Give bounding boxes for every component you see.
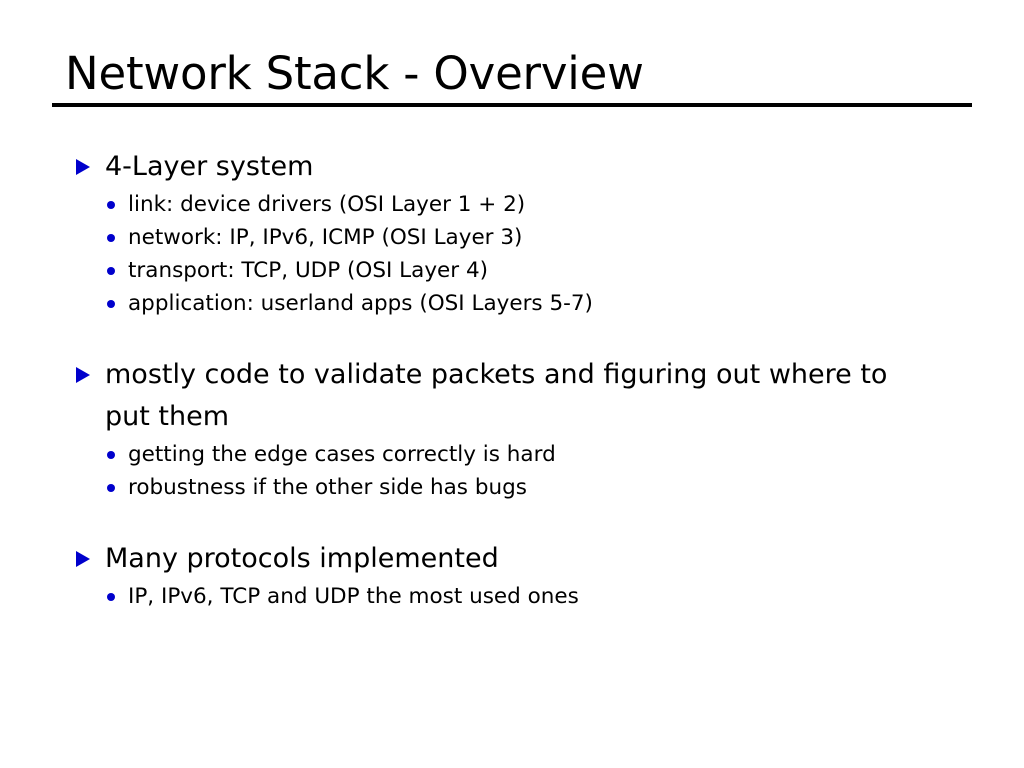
dot-bullet-icon (107, 484, 115, 492)
triangle-right-bullet-icon (76, 551, 90, 567)
level2-bullet-item: getting the edge cases correctly is hard (0, 438, 1024, 471)
dot-bullet-icon (107, 234, 115, 242)
level2-bullet-text: link: device drivers (OSI Layer 1 + 2) (128, 192, 526, 217)
level2-bullet-item: network: IP, IPv6, ICMP (OSI Layer 3) (0, 221, 1024, 254)
level2-bullet-item: robustness if the other side has bugs (0, 471, 1024, 504)
level1-bullet-item: mostly code to validate packets and figu… (0, 354, 1024, 438)
level2-bullet-item: link: device drivers (OSI Layer 1 + 2) (0, 188, 1024, 221)
triangle-right-bullet-icon (76, 159, 90, 175)
level2-bullet-text: network: IP, IPv6, ICMP (OSI Layer 3) (128, 225, 523, 250)
page-title: Network Stack - Overview (65, 47, 644, 100)
dot-bullet-icon (107, 267, 115, 275)
level2-bullet-text: transport: TCP, UDP (OSI Layer 4) (128, 258, 489, 283)
level1-bullet-item: Many protocols implemented (0, 538, 1024, 580)
level1-bullet-text: 4-Layer system (105, 151, 314, 182)
level2-bullet-list: link: device drivers (OSI Layer 1 + 2) n… (0, 188, 1024, 320)
slide-body: 4-Layer system link: device drivers (OSI… (0, 146, 1024, 613)
level2-bullet-text: getting the edge cases correctly is hard (128, 442, 556, 467)
dot-bullet-icon (107, 201, 115, 209)
level2-bullet-text: application: userland apps (OSI Layers 5… (128, 291, 593, 316)
bullet-group: Many protocols implemented IP, IPv6, TCP… (0, 538, 1024, 613)
title-underline-rule (52, 103, 972, 107)
level1-bullet-item: 4-Layer system (0, 146, 1024, 188)
level2-bullet-item: IP, IPv6, TCP and UDP the most used ones (0, 580, 1024, 613)
level2-bullet-text: IP, IPv6, TCP and UDP the most used ones (128, 584, 579, 609)
bullet-group: mostly code to validate packets and figu… (0, 354, 1024, 504)
dot-bullet-icon (107, 451, 115, 459)
dot-bullet-icon (107, 593, 115, 601)
bullet-group: 4-Layer system link: device drivers (OSI… (0, 146, 1024, 320)
level2-bullet-text: robustness if the other side has bugs (128, 475, 527, 500)
title-block: Network Stack - Overview (52, 48, 972, 107)
level2-bullet-list: getting the edge cases correctly is hard… (0, 438, 1024, 504)
dot-bullet-icon (107, 300, 115, 308)
level1-bullet-text: Many protocols implemented (105, 543, 499, 574)
level2-bullet-item: application: userland apps (OSI Layers 5… (0, 287, 1024, 320)
triangle-right-bullet-icon (76, 367, 90, 383)
level2-bullet-list: IP, IPv6, TCP and UDP the most used ones (0, 580, 1024, 613)
level2-bullet-item: transport: TCP, UDP (OSI Layer 4) (0, 254, 1024, 287)
level1-bullet-text: mostly code to validate packets and figu… (105, 359, 888, 432)
